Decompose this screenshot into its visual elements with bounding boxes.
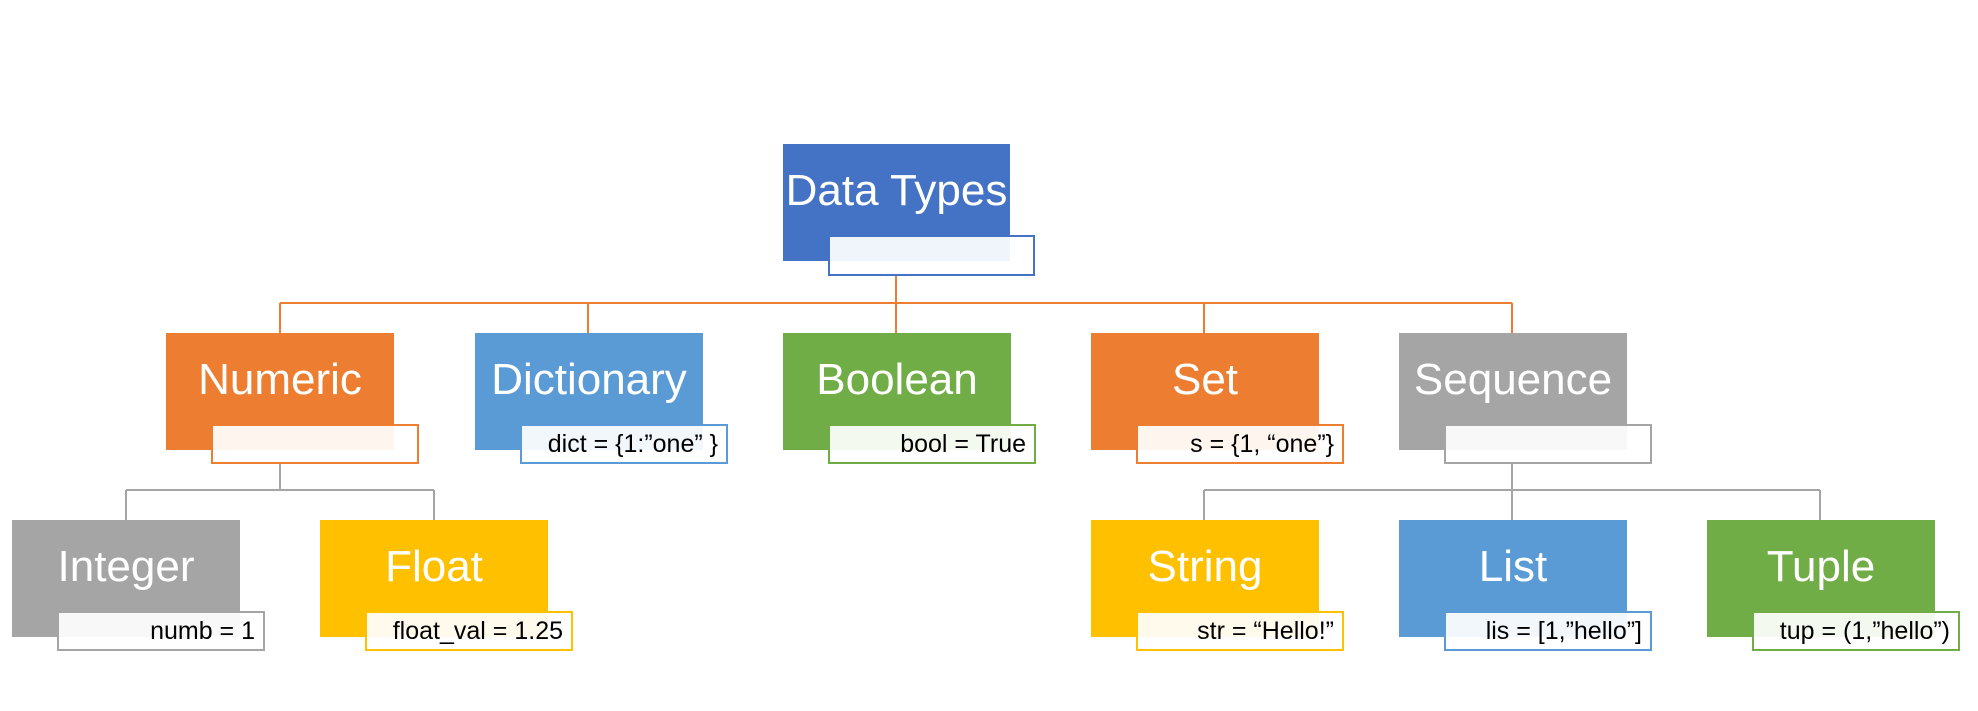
node-string-box: String	[1091, 520, 1319, 637]
node-dictionary-label: Dictionary	[491, 354, 687, 404]
node-data-types-example	[828, 235, 1035, 276]
node-list-label: List	[1478, 541, 1548, 591]
node-data-types-label: Data Types	[785, 165, 1008, 215]
node-boolean-label: Boolean	[816, 354, 978, 404]
node-integer-example: numb = 1	[57, 611, 265, 651]
node-numeric-box: Numeric	[166, 333, 394, 450]
node-numeric-example	[211, 424, 419, 464]
node-list-example: lis = [1,”hello”]	[1444, 611, 1652, 651]
node-set-example: s = {1, “one”}	[1136, 424, 1344, 464]
node-sequence-example	[1444, 424, 1652, 464]
node-dictionary-example: dict = {1:”one” }	[520, 424, 728, 464]
node-integer-label: Integer	[57, 541, 195, 591]
node-float-label: Float	[385, 541, 483, 591]
node-set-label: Set	[1171, 354, 1239, 404]
node-numeric-label: Numeric	[198, 354, 362, 404]
node-sequence-label: Sequence	[1413, 354, 1613, 404]
node-string-example: str = “Hello!”	[1136, 611, 1344, 651]
node-string-label: String	[1147, 541, 1263, 591]
numeric-connectors	[125, 462, 435, 520]
node-tuple-label: Tuple	[1766, 541, 1876, 591]
node-tuple-example: tup = (1,”hello”)	[1752, 611, 1960, 651]
node-float-example: float_val = 1.25	[365, 611, 573, 651]
root-connectors	[279, 274, 1513, 333]
sequence-connectors	[1203, 462, 1821, 520]
node-boolean-example: bool = True	[828, 424, 1036, 464]
